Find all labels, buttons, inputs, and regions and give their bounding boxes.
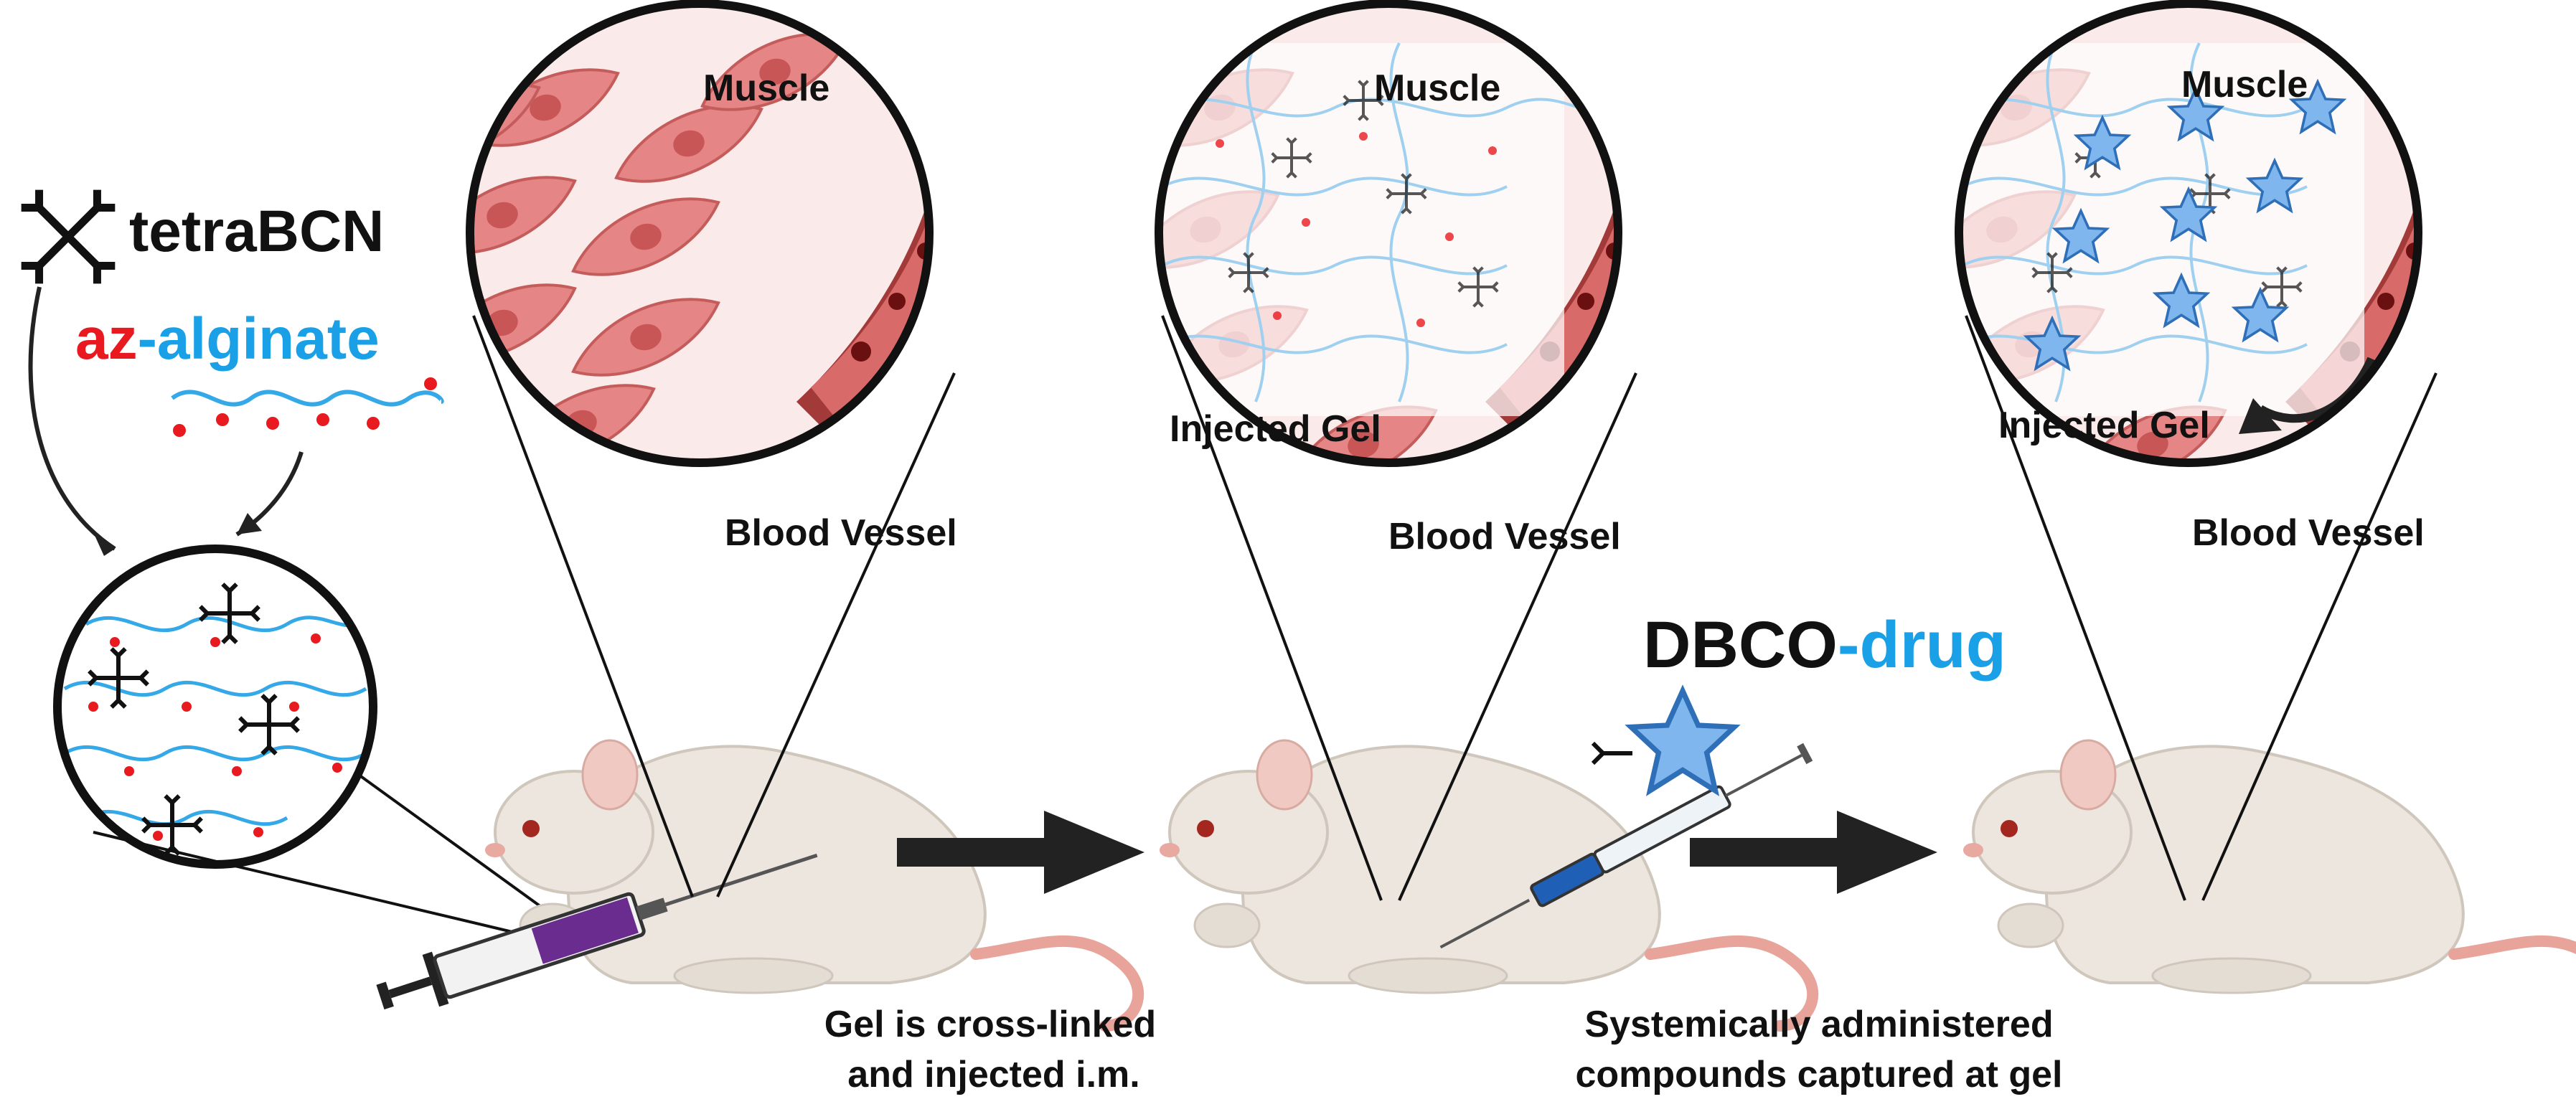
caption-step1-line2: and injected i.m. xyxy=(847,1054,1139,1095)
dbco-drug-label: DBCO-drug xyxy=(1643,608,2006,682)
alginate-suffix: -alginate xyxy=(138,306,380,372)
caption-step2-line1: Systemically administered xyxy=(1584,1004,2053,1045)
zoom-panel-3: Muscle Injected Gel Blood Vessel xyxy=(1955,0,2425,554)
syringe-icon xyxy=(1439,743,1813,949)
tetrabcn-crosslinker-icon xyxy=(0,161,144,313)
label-blood-vessel: Blood Vessel xyxy=(725,512,957,554)
drug-suffix: -drug xyxy=(1838,608,2006,682)
drug-star-icon xyxy=(1631,691,1734,791)
caption-step2-line2: compounds captured at gel xyxy=(1576,1054,2063,1095)
label-blood-vessel: Blood Vessel xyxy=(2192,512,2425,554)
az-alginate-label: az-alginate xyxy=(75,306,380,372)
arrow-right-icon xyxy=(1690,811,1937,894)
caption-step1-line1: Gel is cross-linked xyxy=(824,1004,1156,1045)
label-muscle: Muscle xyxy=(1374,67,1500,109)
mouse-icon xyxy=(1963,740,2576,1026)
dbco-prefix: DBCO xyxy=(1643,608,1838,682)
gel-mixture-zoom xyxy=(53,545,377,869)
alginate-chain xyxy=(171,377,444,437)
tetrabcn-label: tetraBCN xyxy=(129,199,384,264)
zoom-panel-1: Muscle Blood Vessel xyxy=(466,0,957,554)
label-muscle: Muscle xyxy=(703,67,829,109)
label-injected-gel: Injected Gel xyxy=(1170,408,1381,450)
arrow-right-icon xyxy=(897,811,1144,894)
mouse-icon xyxy=(485,740,1138,1026)
arrow-tetrabcn-to-mix xyxy=(28,286,116,551)
label-injected-gel: Injected Gel xyxy=(1998,405,2210,446)
az-prefix: az xyxy=(75,306,138,372)
label-blood-vessel: Blood Vessel xyxy=(1388,516,1621,557)
zoom-panel-2: Muscle Injected Gel Blood Vessel xyxy=(1155,0,1622,557)
dbco-handle-icon xyxy=(1591,741,1632,765)
label-muscle: Muscle xyxy=(2181,64,2308,105)
